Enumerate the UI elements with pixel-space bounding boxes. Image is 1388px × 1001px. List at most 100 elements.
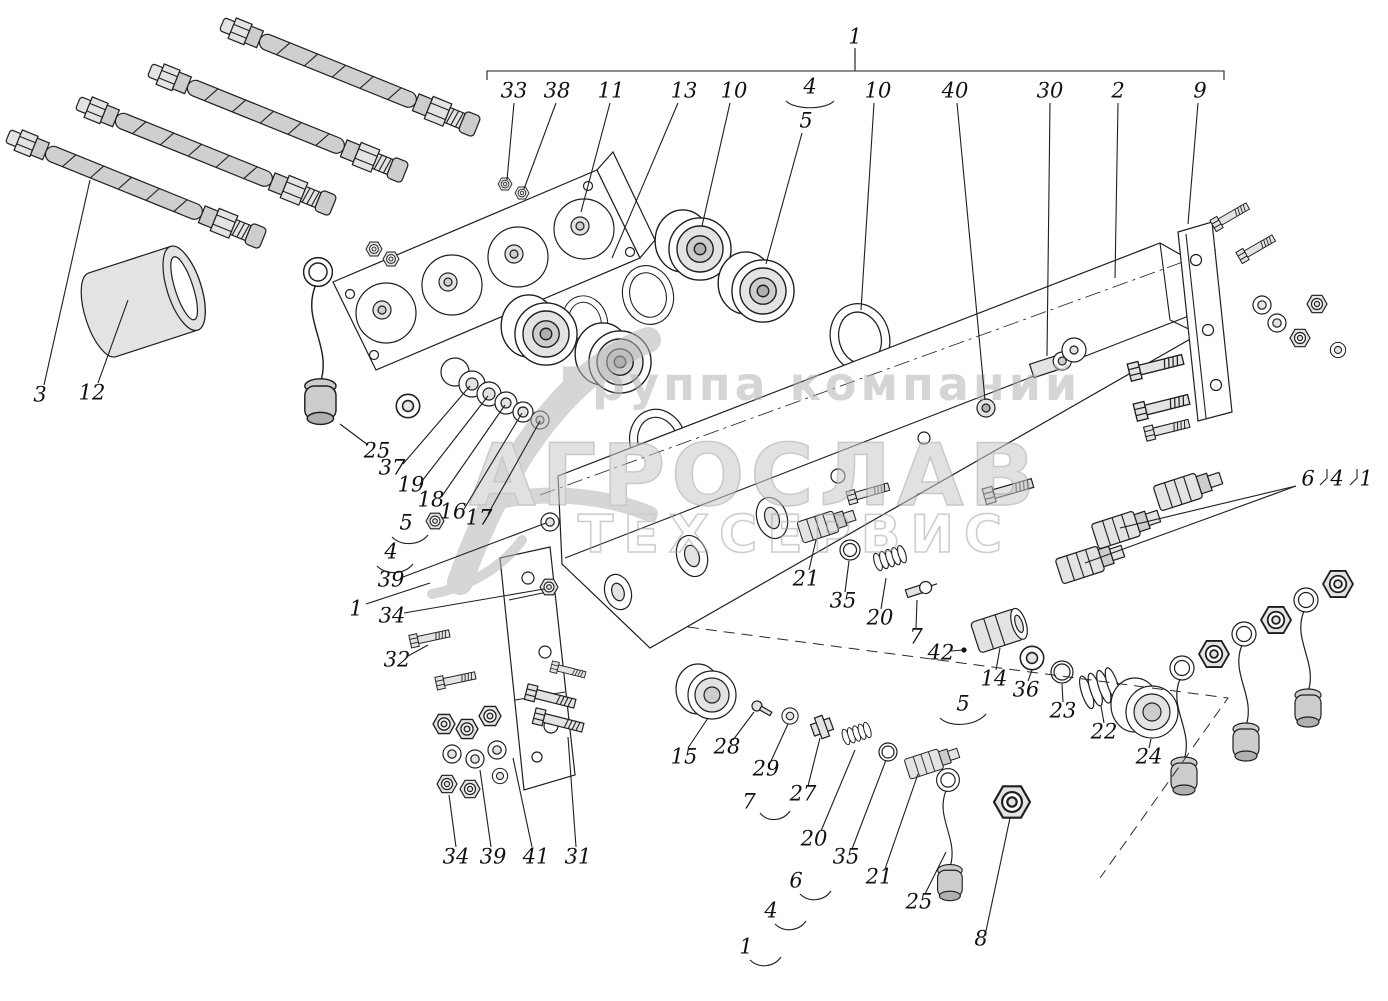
- callout-label-6: 6: [789, 869, 802, 893]
- callout-leader: [567, 736, 577, 848]
- callout-leader: [844, 560, 850, 593]
- callout-label-12: 12: [79, 381, 106, 405]
- detent-ball-42: [961, 647, 967, 653]
- hex-nut: [1306, 294, 1328, 314]
- o-ring-35: [839, 539, 861, 561]
- callout-leader: [402, 522, 547, 578]
- callout-leader: [43, 179, 91, 386]
- callout-label-19: 19: [398, 473, 425, 497]
- washer-29: [781, 707, 799, 725]
- callout-label-1: 1: [739, 935, 752, 959]
- callout-label-16: 16: [440, 500, 467, 524]
- callout-leader: [807, 737, 821, 787]
- dashed-boundary: [687, 626, 1229, 879]
- hardware-bottom-left: [432, 705, 509, 799]
- callout-label-11: 11: [598, 79, 625, 103]
- callout-label-20: 20: [866, 606, 894, 630]
- callout-leader: [808, 539, 817, 571]
- callout-leader: [512, 757, 533, 848]
- middle-spares: [796, 504, 1179, 739]
- callout-label-39: 39: [480, 845, 507, 869]
- cap-plug-40: [976, 398, 996, 418]
- dust-cap-assembly-25: [936, 768, 963, 902]
- watermark-line3: ТЕХСЕРВИС: [578, 505, 1012, 565]
- callout-leader: [1187, 102, 1199, 225]
- callout-leader: [1027, 669, 1033, 682]
- valve-7: [904, 580, 938, 599]
- callout-label-10: 10: [865, 79, 892, 103]
- callout-leader: [479, 769, 492, 848]
- bolt: [1132, 390, 1192, 422]
- callout-leader: [1119, 485, 1297, 529]
- watermark-line2: АГРОСЛАВ: [469, 426, 1041, 526]
- callout-label-5: 5: [399, 511, 412, 535]
- callout-label-1: 1: [1359, 467, 1372, 491]
- callout-label-1: 1: [848, 25, 861, 49]
- callout-leader: [339, 423, 369, 446]
- callout-leader: [523, 102, 557, 190]
- dust-cap-assembly: [1231, 621, 1260, 762]
- mounting-plate: [332, 150, 656, 371]
- callout-label-18: 18: [418, 488, 445, 512]
- callout-label-34: 34: [443, 845, 470, 869]
- fittings-group: [1054, 465, 1226, 585]
- callout-label-29: 29: [752, 757, 780, 781]
- fitting: [1054, 538, 1128, 585]
- callout-leader: [1046, 102, 1051, 357]
- callout-label-27: 27: [789, 782, 817, 806]
- callout-label-5: 5: [956, 692, 969, 716]
- bolt: [1209, 199, 1252, 233]
- callout-label-3: 3: [33, 383, 46, 407]
- callout-label-21: 21: [865, 865, 893, 889]
- callout-label-24: 24: [1135, 745, 1163, 769]
- callout-leader: [441, 404, 506, 497]
- callout-leader: [365, 582, 431, 605]
- callout-braces: [376, 50, 1358, 967]
- callout-leader: [1061, 683, 1064, 703]
- callout-leader: [1100, 705, 1105, 724]
- callout-leader: [687, 717, 709, 749]
- hose-4: [2, 124, 269, 251]
- callout-label-9: 9: [1193, 79, 1206, 103]
- callout-leader: [701, 102, 731, 227]
- watermark-logo: [427, 327, 661, 599]
- callout-label-36: 36: [1013, 678, 1040, 702]
- coupler-24: [1110, 677, 1179, 739]
- callout-label-22: 22: [1090, 720, 1118, 744]
- hex-nut: [1260, 606, 1292, 634]
- callout-label-21: 21: [792, 567, 820, 591]
- callout-label-31: 31: [565, 845, 592, 869]
- hex-nut: [1289, 328, 1311, 348]
- callout-label-23: 23: [1049, 699, 1077, 723]
- callout-label-35: 35: [830, 589, 857, 613]
- fitting: [1152, 465, 1226, 512]
- callout-label-39: 39: [378, 568, 405, 592]
- watermark-line1: Группа компаний: [559, 357, 1081, 411]
- hose-assemblies: [2, 12, 483, 251]
- callout-label-13: 13: [671, 79, 698, 103]
- callout-label-33: 33: [501, 79, 528, 103]
- right-bracket: [1177, 221, 1233, 422]
- callout-label-34: 34: [379, 604, 406, 628]
- callout-label-6: 6: [1301, 467, 1314, 491]
- callout-label-35: 35: [833, 845, 860, 869]
- callout-leader: [611, 102, 679, 259]
- o-ring-23: [1050, 660, 1074, 684]
- callout-leader: [880, 577, 887, 610]
- callout-leader: [732, 711, 755, 741]
- watermark: Группа компаний АГРОСЛАВ ТЕХСЕРВИС: [427, 327, 1081, 599]
- callout-leader: [421, 395, 489, 482]
- washer: [1267, 313, 1287, 333]
- coupling-body: [654, 209, 732, 281]
- callout-leader: [765, 132, 803, 265]
- bolt-32: [408, 626, 452, 649]
- dust-cap-assembly: [302, 256, 337, 426]
- callout-leader: [956, 102, 986, 401]
- callout-label-37: 37: [379, 456, 406, 480]
- hex-nut-8: [992, 785, 1032, 819]
- callout-label-25: 25: [905, 890, 933, 914]
- callout-label-4: 4: [1329, 467, 1343, 491]
- callout-label-2: 2: [1110, 79, 1124, 103]
- callout-label-40: 40: [941, 79, 969, 103]
- callout-label-38: 38: [544, 79, 571, 103]
